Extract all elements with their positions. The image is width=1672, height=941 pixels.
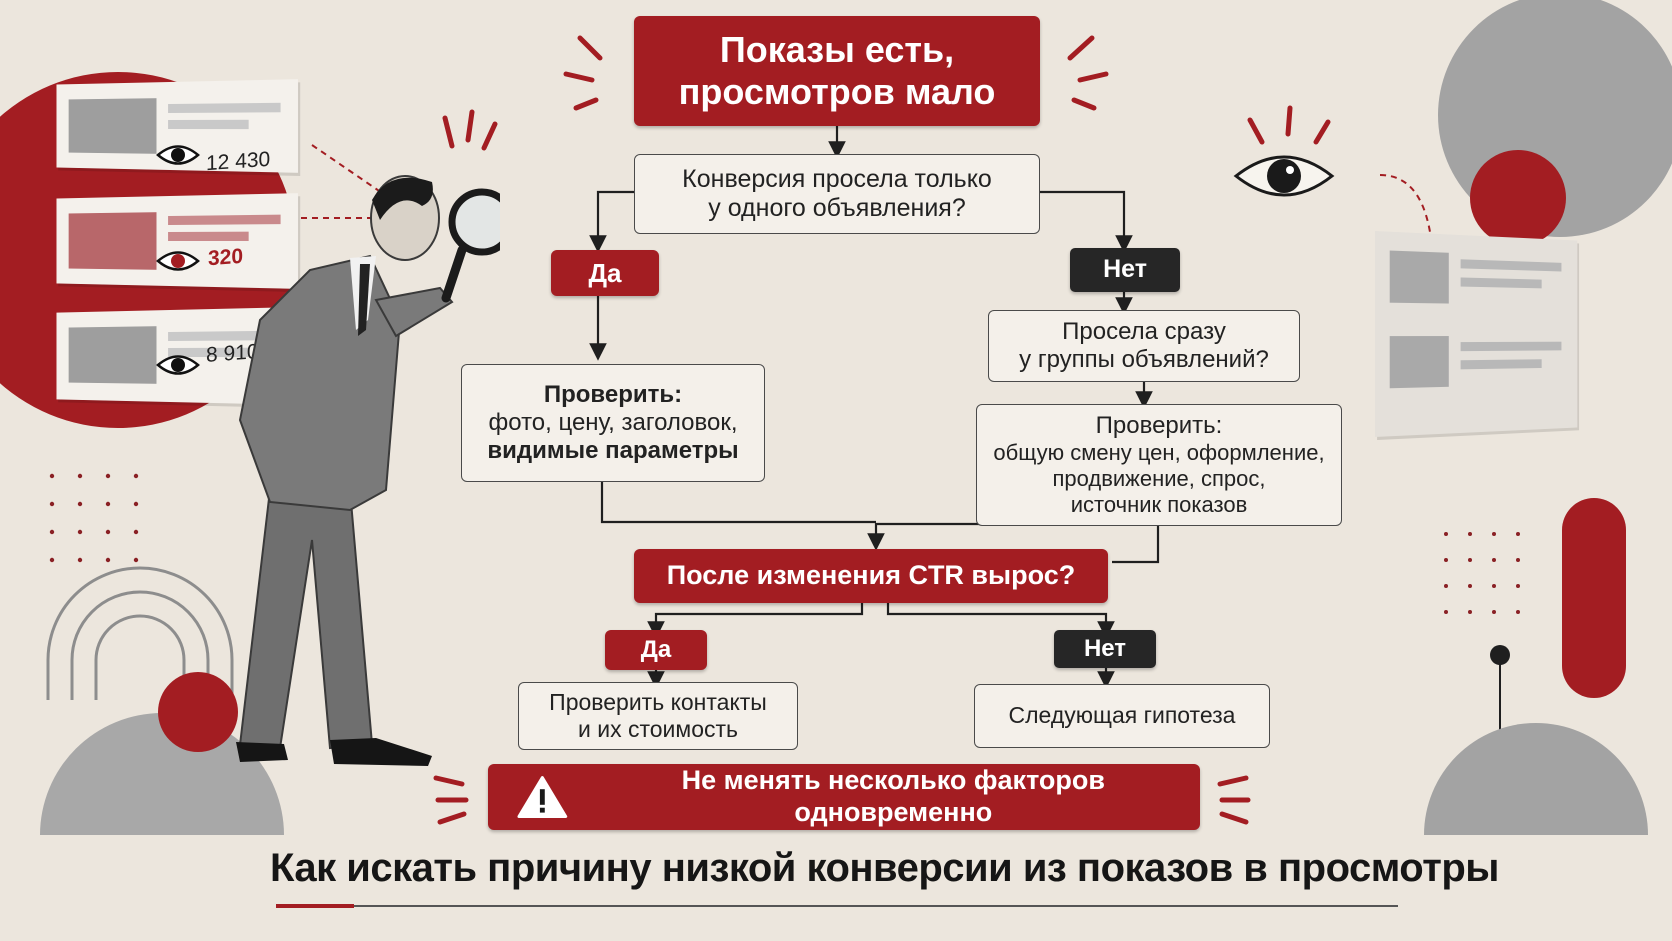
check-single-line-2: видимые параметры (487, 437, 739, 465)
decor-dot-grid-right (1444, 532, 1520, 614)
eye-icon (1233, 155, 1335, 197)
warning-icon (517, 776, 568, 818)
answer-yes-2: Да (605, 630, 707, 670)
decor-dashed-line-left (311, 144, 386, 196)
question-single-ad: Конверсия просела только у одного объявл… (634, 154, 1040, 234)
next-hypothesis: Следующая гипотеза (974, 684, 1270, 748)
decor-red-dot-left (158, 672, 238, 752)
question1-line-2: у одного объявления? (708, 194, 966, 222)
check-single-line-1: фото, цену, заголовок, (488, 408, 738, 436)
detective-hair (372, 177, 433, 220)
answer-yes-1: Да (551, 250, 659, 296)
detective-shoe (236, 742, 288, 762)
decor-burst-start-left (563, 35, 603, 111)
decor-arcs-left (46, 566, 234, 700)
start-line-2: просмотров мало (678, 71, 996, 112)
check-group-line-2: продвижение, спрос, (1052, 466, 1266, 492)
arrow-q1-to-no (1040, 190, 1133, 253)
check-contacts-line-2: и их стоимость (577, 716, 738, 742)
eye-icon (156, 145, 200, 165)
line-check-single-merge (600, 482, 876, 524)
question-ctr-grew: После изменения CTR вырос? (634, 549, 1108, 603)
check-group-line-3: источник показов (1070, 492, 1248, 518)
check-single-ad: Проверить: фото, цену, заголовок, видимы… (461, 364, 765, 482)
arrow-q3-to-yes (647, 602, 864, 639)
decor-red-pill-right (1562, 498, 1626, 698)
detective-shoe (330, 738, 432, 766)
arrow-q3-to-no (886, 602, 1115, 639)
detective-illustration (236, 175, 500, 766)
question2-line-1: Просела сразу (1062, 317, 1226, 345)
check-contacts: Проверить контакты и их стоимость (518, 682, 798, 750)
answer-no-1: Нет (1070, 248, 1180, 292)
decor-burst-start-right (1067, 35, 1109, 111)
line-check-group-merge (867, 522, 1158, 551)
check-single-heading: Проверить: (543, 380, 683, 408)
decor-burst-warning-left (433, 775, 469, 825)
check-group-ads: Проверить: общую смену цен, оформление, … (976, 404, 1342, 526)
arrow-q1-to-yes (589, 190, 634, 253)
decor-dashed-line-right (1379, 174, 1431, 233)
warning-banner: Не менять несколько факторов одновременн… (488, 764, 1200, 830)
decor-red-dot-right (1470, 150, 1566, 246)
decor-pin-head (1490, 645, 1510, 665)
decor-gray-dome-left (40, 713, 284, 835)
title-underline (354, 905, 1398, 907)
question1-line-1: Конверсия просела только (682, 164, 992, 193)
page-title: Как искать причину низкой конверсии из п… (270, 846, 1499, 890)
start-line-1: Показы есть, (719, 28, 955, 70)
decor-burst-warning-right (1217, 775, 1251, 825)
check-group-line-1: общую смену цен, оформление, (993, 440, 1325, 466)
decor-burst-eye (1247, 105, 1331, 145)
question2-line-2: у группы объявлений? (1019, 346, 1269, 373)
warning-text: Не менять несколько факторов одновременн… (681, 765, 1106, 827)
check-contacts-line-1: Проверить контакты (549, 688, 767, 715)
magnifier-icon (441, 188, 500, 303)
decor-gray-dome-right (1424, 723, 1648, 835)
title-underline-accent (276, 904, 354, 908)
detective-tie (358, 264, 370, 336)
line-group-to-q3 (1112, 526, 1160, 564)
check-group-heading: Проверить: (1095, 411, 1223, 439)
decor-dot-grid-left (49, 473, 139, 563)
eye-icon (156, 251, 200, 271)
start-node: Показы есть, просмотров мало (634, 16, 1040, 126)
question-group-ads: Просела сразу у группы объявлений? (988, 310, 1300, 382)
decor-burst-man (442, 109, 498, 151)
eye-icon (156, 355, 200, 375)
answer-no-2: Нет (1054, 630, 1156, 668)
